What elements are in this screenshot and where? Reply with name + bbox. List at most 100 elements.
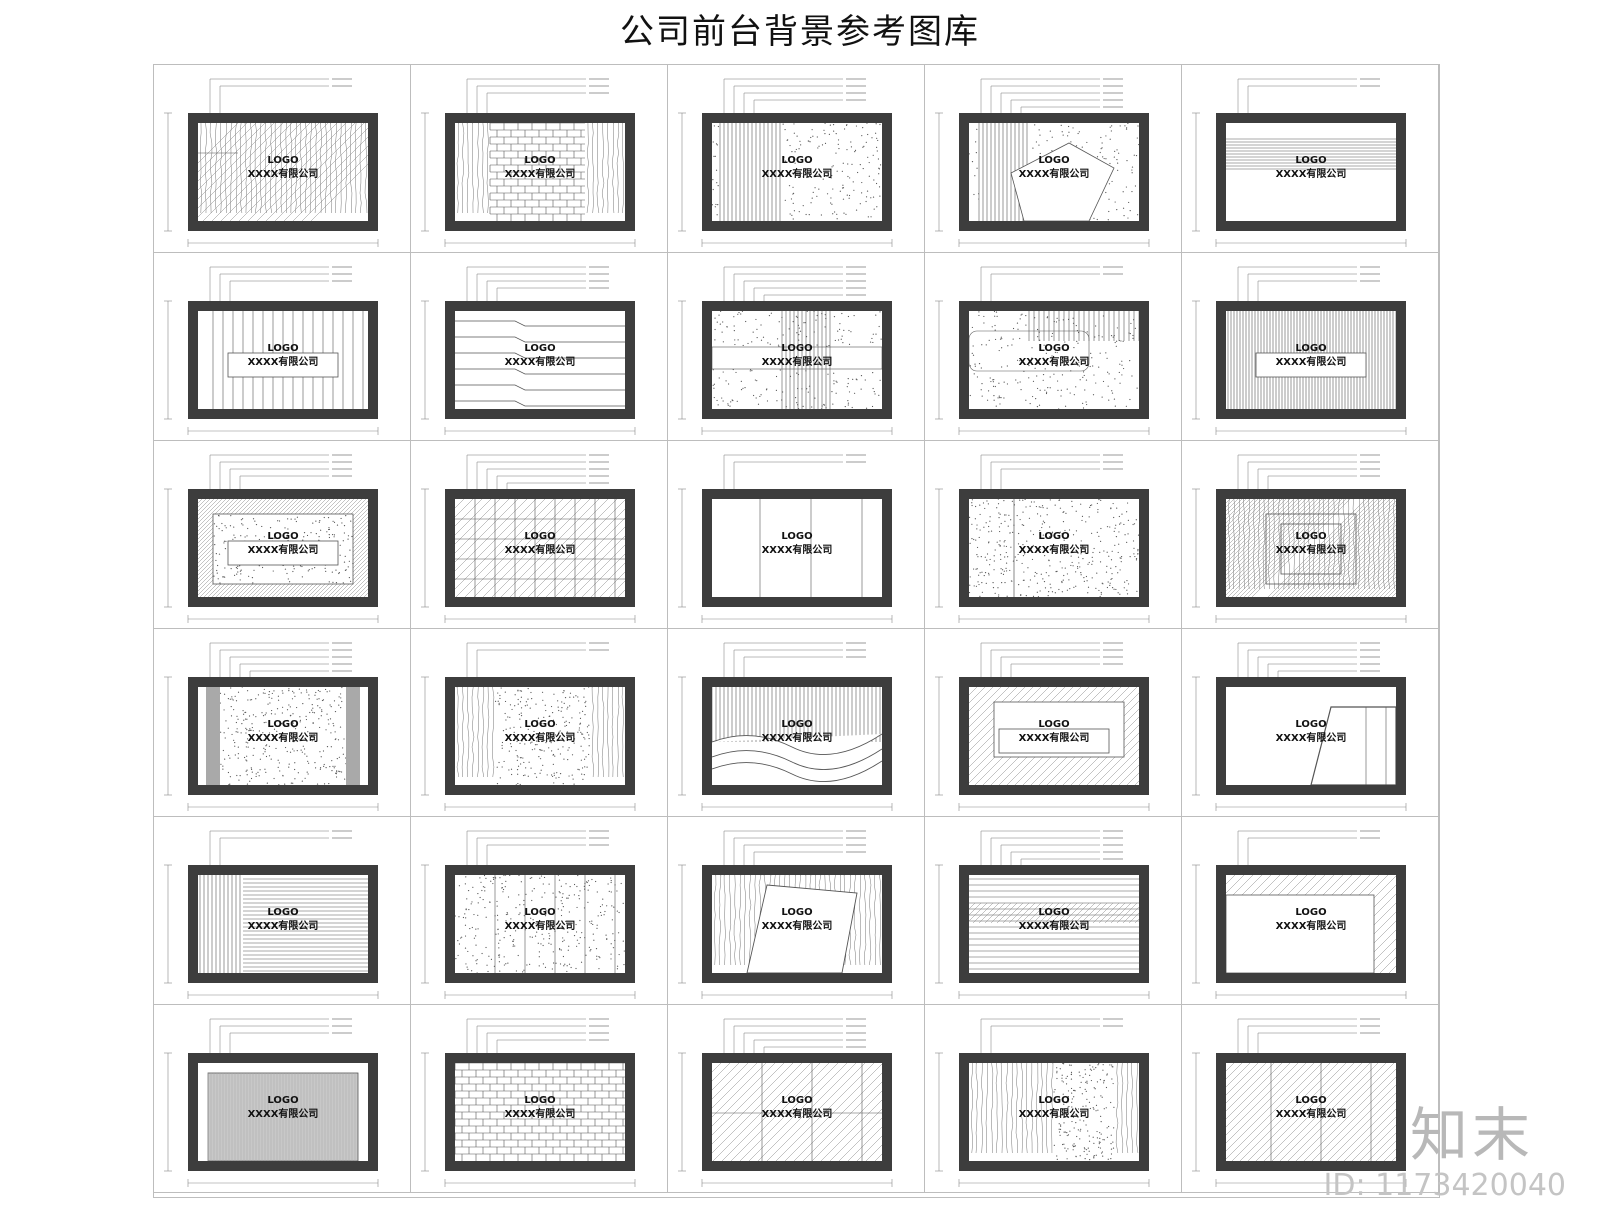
logo-label: LOGO: [1038, 907, 1069, 918]
dimension-lines: [421, 488, 636, 623]
dimension-lines: [421, 676, 636, 811]
logo-label: LOGO: [1038, 343, 1069, 354]
dimension-lines: [164, 300, 379, 435]
company-name-label: XXXX有限公司: [248, 543, 319, 556]
logo-label: LOGO: [267, 155, 298, 166]
company-name-label: XXXX有限公司: [1276, 731, 1347, 744]
logo-label: LOGO: [1038, 1095, 1069, 1106]
dimension-lines: [421, 1052, 636, 1187]
company-name-label: XXXX有限公司: [1019, 731, 1090, 744]
logo-label: LOGO: [267, 907, 298, 918]
dimension-lines: [421, 112, 636, 247]
logo-label: LOGO: [781, 531, 812, 542]
logo-label: LOGO: [267, 343, 298, 354]
company-name-label: XXXX有限公司: [762, 731, 833, 744]
logo-label: LOGO: [781, 907, 812, 918]
company-name-label: XXXX有限公司: [762, 355, 833, 368]
company-name-label: XXXX有限公司: [1019, 543, 1090, 556]
company-name-label: XXXX有限公司: [1019, 919, 1090, 932]
company-name-label: XXXX有限公司: [1276, 543, 1347, 556]
company-name-label: XXXX有限公司: [505, 1107, 576, 1120]
dimension-lines: [678, 112, 893, 247]
company-name-label: XXXX有限公司: [248, 355, 319, 368]
dimension-lines: [1192, 1052, 1407, 1187]
brand-watermark: 知末: [1409, 1101, 1534, 1169]
dimension-lines: [935, 488, 1150, 623]
logo-label: LOGO: [1295, 719, 1326, 730]
company-name-label: XXXX有限公司: [1019, 355, 1090, 368]
logo-label: LOGO: [1295, 531, 1326, 542]
dimension-lines: [678, 488, 893, 623]
dimension-lines: [164, 676, 379, 811]
company-name-label: XXXX有限公司: [1276, 1107, 1347, 1120]
dimension-lines: [421, 300, 636, 435]
logo-label: LOGO: [524, 155, 555, 166]
logo-label: LOGO: [524, 719, 555, 730]
dimension-lines: [164, 488, 379, 623]
company-name-label: XXXX有限公司: [1276, 167, 1347, 180]
dimension-lines: [678, 300, 893, 435]
logo-label: LOGO: [524, 531, 555, 542]
company-name-label: XXXX有限公司: [505, 919, 576, 932]
page-title: 公司前台背景参考图库: [620, 12, 980, 52]
company-name-label: XXXX有限公司: [762, 543, 833, 556]
dimension-lines: [1192, 864, 1407, 999]
company-name-label: XXXX有限公司: [762, 167, 833, 180]
dimension-lines: [164, 864, 379, 999]
dimension-lines: [164, 1052, 379, 1187]
logo-label: LOGO: [267, 719, 298, 730]
logo-label: LOGO: [524, 907, 555, 918]
logo-label: LOGO: [1295, 907, 1326, 918]
logo-label: LOGO: [1295, 1095, 1326, 1106]
company-name-label: XXXX有限公司: [505, 731, 576, 744]
logo-label: LOGO: [524, 1095, 555, 1106]
company-name-label: XXXX有限公司: [248, 731, 319, 744]
dimension-lines: [421, 864, 636, 999]
company-name-label: XXXX有限公司: [505, 355, 576, 368]
dimension-lines: [935, 864, 1150, 999]
logo-label: LOGO: [781, 155, 812, 166]
company-name-label: XXXX有限公司: [248, 1107, 319, 1120]
logo-label: LOGO: [781, 719, 812, 730]
dimension-lines: [935, 676, 1150, 811]
dimension-lines: [678, 864, 893, 999]
logo-label: LOGO: [781, 343, 812, 354]
